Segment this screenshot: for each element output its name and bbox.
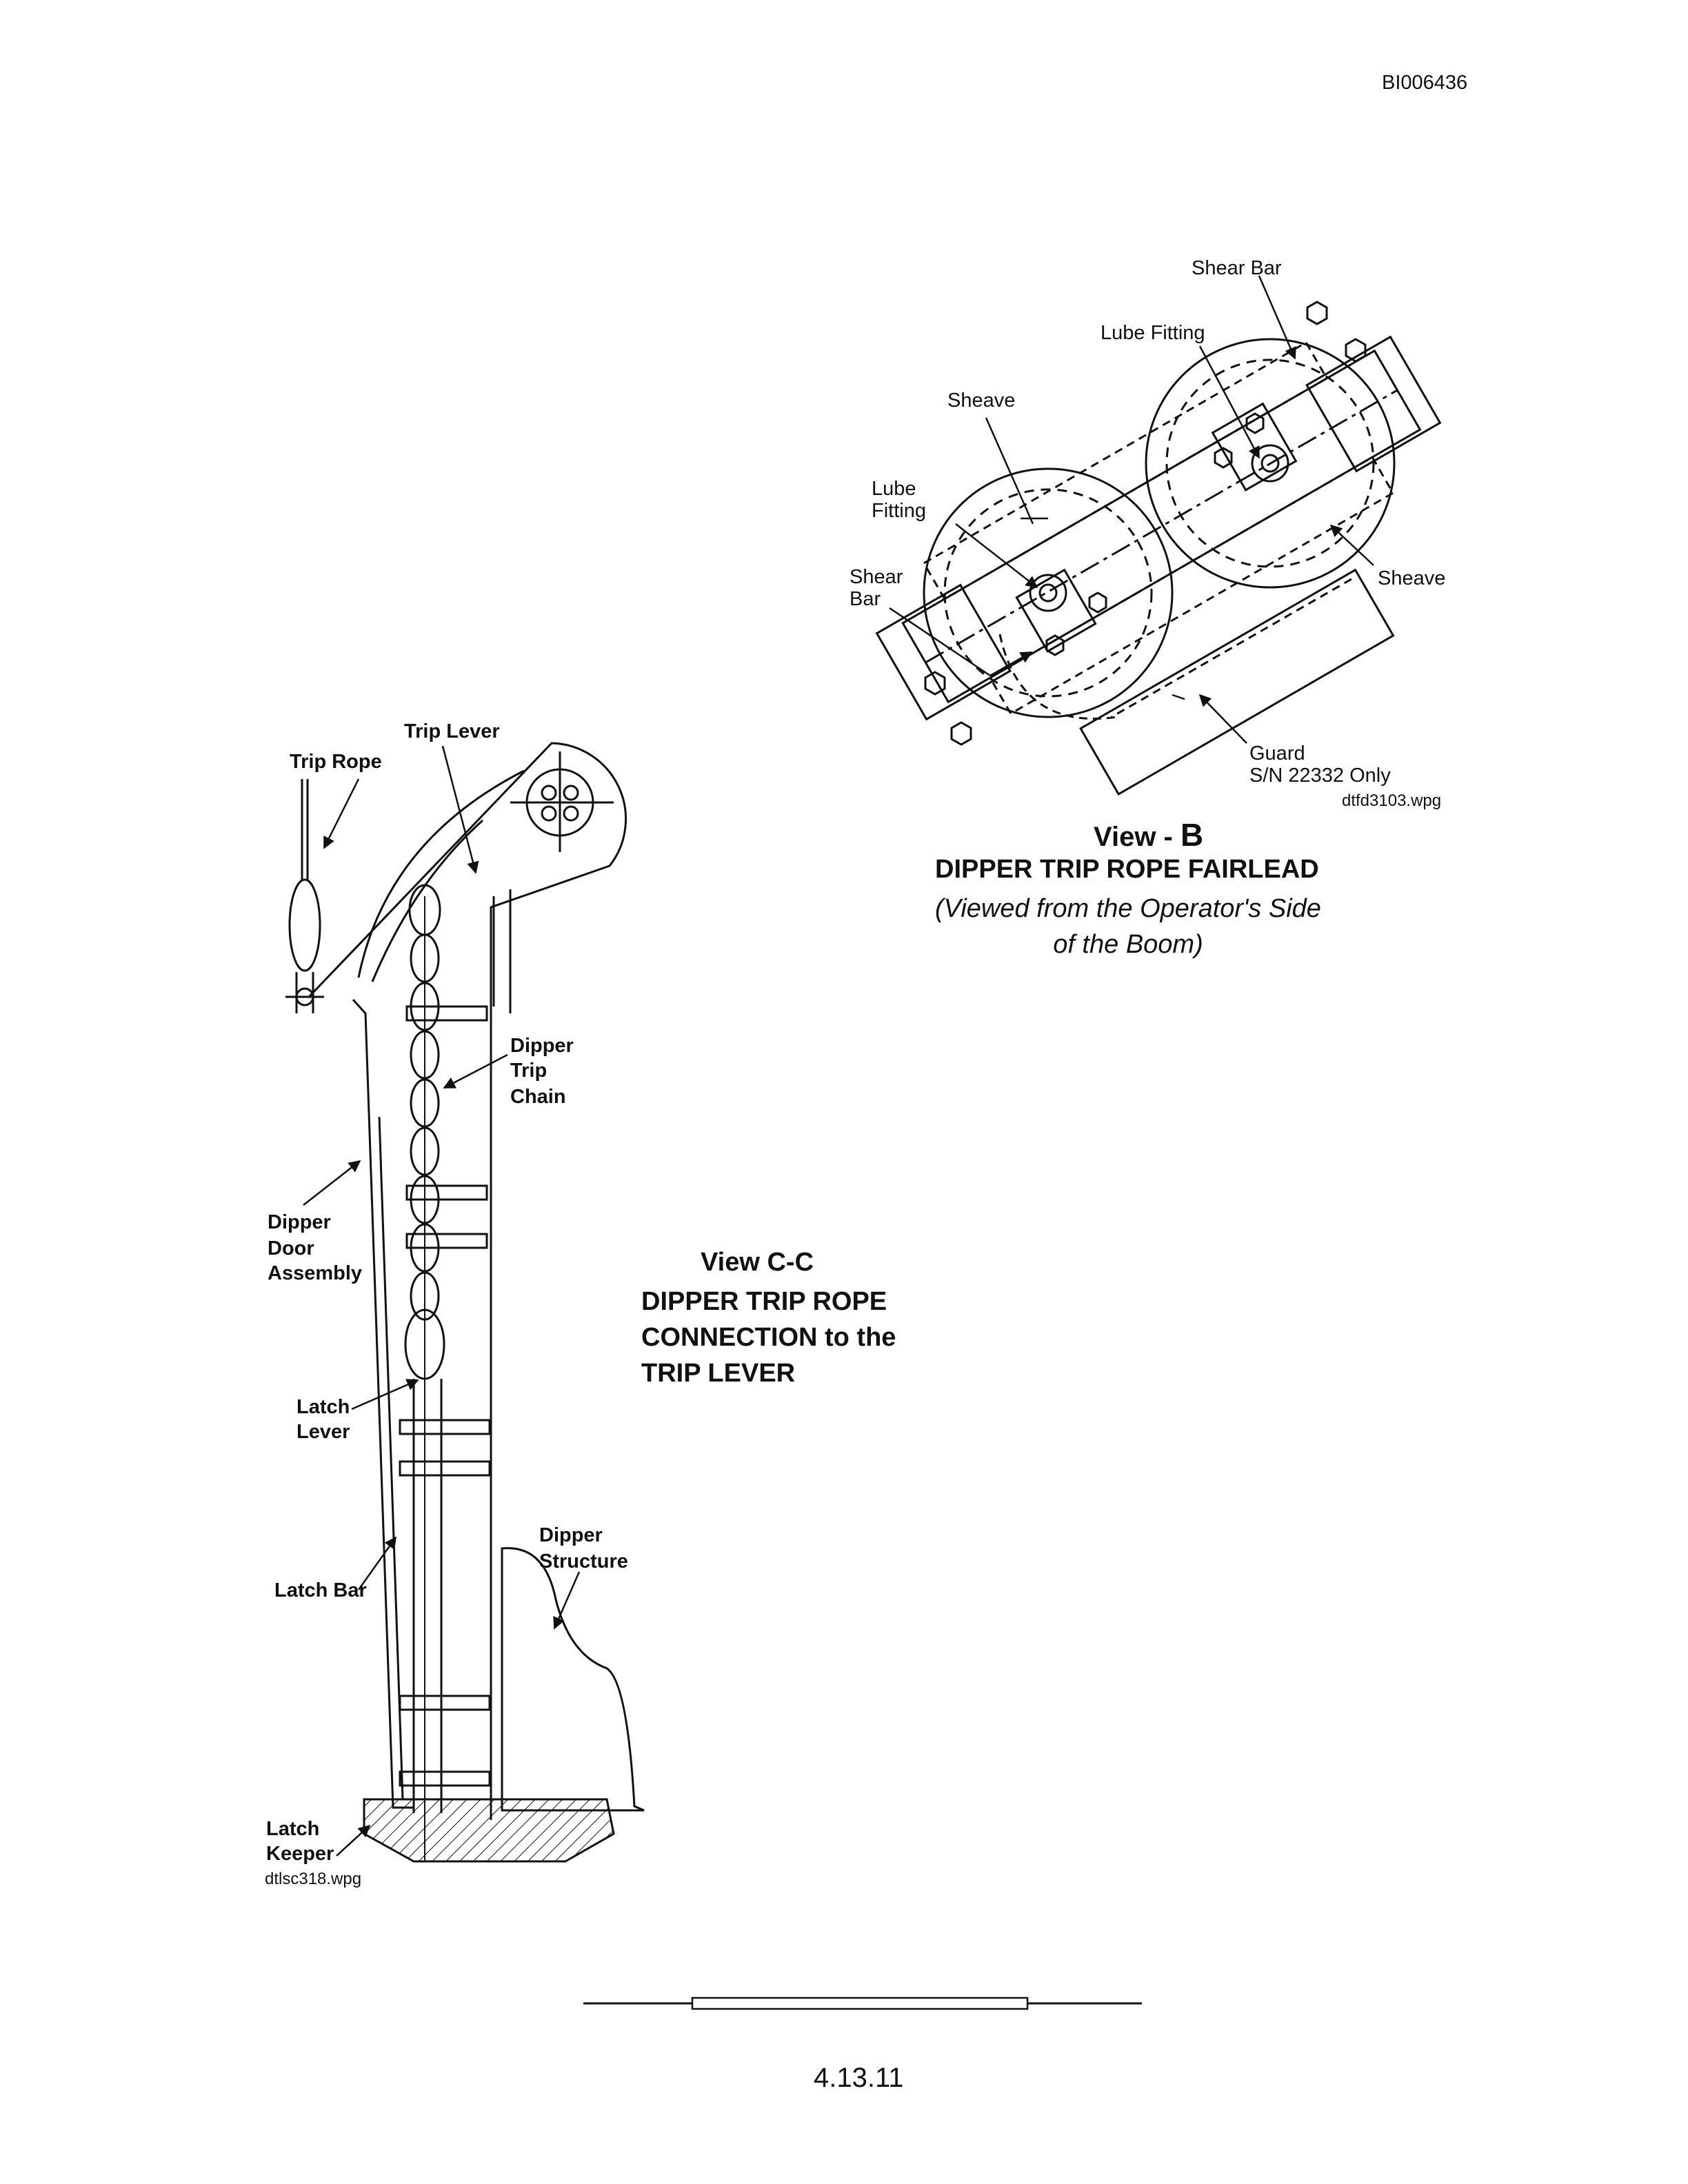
view-b-file-name: dtfd3103.wpg — [1342, 791, 1442, 810]
view-b-subheading: (Viewed from the Operator's Side of the … — [935, 891, 1321, 962]
label-dipper-trip-chain-1: Dipper — [510, 1035, 574, 1057]
right-sheave — [1145, 338, 1396, 589]
label-latch-keeper-2: Keeper — [266, 1843, 334, 1865]
trip-lever-arm — [308, 742, 627, 1820]
view-b-title-prefix: View - — [1094, 822, 1180, 852]
label-lube-fitting-left-1: Lube — [872, 478, 916, 500]
label-latch-lever-1: Latch — [297, 1396, 350, 1418]
footer-rule — [583, 1996, 1142, 2010]
view-cc-heading-line3: TRIP LEVER — [641, 1359, 796, 1388]
view-b-title: View - B — [1094, 816, 1203, 853]
label-sheave-right: Sheave — [1378, 567, 1446, 589]
end-plate-bolts — [924, 301, 1367, 746]
fairlead-leaders — [889, 275, 1374, 744]
view-b-heading: DIPPER TRIP ROPE FAIRLEAD — [935, 855, 1319, 884]
fairlead-drawing — [875, 301, 1442, 796]
label-dipper-structure-1: Dipper — [539, 1524, 603, 1546]
label-sheave-top: Sheave — [947, 390, 1016, 412]
label-dipper-trip-chain-3: Chain — [510, 1086, 566, 1108]
view-b-subheading-line2: of the Boom) — [1053, 930, 1203, 959]
label-dipper-door-1: Dipper — [268, 1211, 331, 1233]
latch-keeper — [363, 1798, 615, 1863]
label-dipper-structure-2: Structure — [539, 1550, 628, 1573]
label-shear-bar-left-2: Bar — [850, 588, 881, 610]
label-dipper-trip-chain-2: Trip — [510, 1060, 547, 1082]
label-dipper-door-3: Assembly — [268, 1262, 363, 1284]
label-shear-bar-top: Shear Bar — [1192, 257, 1282, 279]
view-cc-heading-line2: CONNECTION to the — [641, 1323, 896, 1352]
label-latch-keeper-1: Latch — [266, 1818, 320, 1840]
dipper-door-drawing — [285, 742, 645, 1863]
guard — [1079, 568, 1395, 796]
dipper-leaders — [303, 745, 581, 1857]
view-b-subheading-line1: (Viewed from the Operator's Side — [935, 894, 1321, 923]
label-trip-lever: Trip Lever — [404, 720, 500, 742]
view-cc-title: View C-C — [701, 1248, 814, 1277]
fairlead-frame — [875, 335, 1442, 721]
label-shear-bar-left-1: Shear — [850, 566, 903, 588]
label-guard-1: Guard — [1249, 742, 1305, 765]
label-lube-fitting-top: Lube Fitting — [1101, 322, 1205, 344]
view-b-title-letter: B — [1180, 817, 1204, 853]
view-cc-heading-line1: DIPPER TRIP ROPE — [641, 1287, 887, 1316]
view-cc-heading: DIPPER TRIP ROPE CONNECTION to the TRIP … — [641, 1284, 896, 1391]
view-cc-file-name: dtlsc318.wpg — [265, 1870, 362, 1888]
label-dipper-door-2: Door — [268, 1237, 314, 1260]
label-latch-bar: Latch Bar — [274, 1579, 367, 1601]
page-number: 4.13.11 — [814, 2063, 904, 2093]
document-id: BI006436 — [1382, 72, 1468, 94]
label-lube-fitting-left-2: Fitting — [872, 500, 926, 522]
label-latch-lever-2: Lever — [297, 1421, 350, 1443]
label-trip-rope: Trip Rope — [290, 751, 382, 773]
trip-chain — [404, 884, 445, 1861]
label-guard-2: S/N 22332 Only — [1249, 765, 1391, 787]
left-sheave — [923, 467, 1174, 718]
dipper-structure — [501, 1547, 645, 1812]
